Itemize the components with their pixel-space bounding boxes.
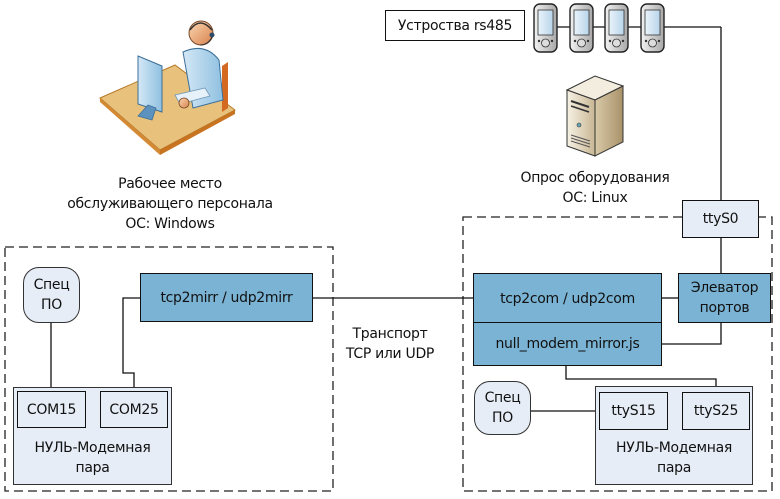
- right-null-pair-label-line1: НУЛЬ-Модемная: [616, 440, 732, 456]
- null-modem-mirror-script[interactable]: null_modem_mirror.js: [473, 322, 662, 366]
- left-null-pair-label-line1: НУЛЬ-Модемная: [34, 440, 151, 456]
- right-spec-po-line1: Спец: [484, 390, 521, 406]
- port-elevator[interactable]: Элеватор портов: [678, 273, 771, 323]
- right-com-module[interactable]: tcp2com / udp2com: [473, 273, 662, 324]
- left-null-pair-label-line2: пара: [75, 460, 110, 476]
- handheld-device-icon: [533, 3, 558, 53]
- left-spec-po-node[interactable]: Спец ПО: [23, 267, 80, 323]
- right-spec-po-line2: ПО: [492, 410, 513, 426]
- server-caption-line1: Опрос оборудования: [520, 170, 670, 186]
- mirror-script-to-ttyS25-line: [565, 366, 717, 392]
- elevator-to-mirror-script-line: [662, 323, 722, 345]
- left-spec-po-line1: Спец: [33, 277, 70, 293]
- workstation-caption-line1: Рабочее место: [118, 176, 222, 192]
- left-port-com15[interactable]: COM15: [17, 391, 86, 428]
- left-port-com25[interactable]: COM25: [100, 391, 168, 428]
- server-tower-icon: [565, 75, 625, 157]
- transport-caption: Транспорт TCP или UDP: [330, 324, 450, 364]
- workstation-caption-line2: обслуживающего персонала: [67, 196, 273, 212]
- server-os: ОС: Linux: [562, 190, 628, 206]
- handheld-device-icon: [569, 3, 594, 53]
- transport-line2: TCP или UDP: [345, 346, 435, 362]
- left-host-frame: [4, 246, 334, 492]
- port-elevator-line2: портов: [699, 300, 750, 316]
- rs485-devices-label: Устроства rs485: [385, 10, 525, 41]
- right-null-pair-label-line2: пара: [657, 460, 691, 476]
- left-mirror-to-com25-line: [122, 297, 140, 391]
- server-caption: Опрос оборудования ОС: Linux: [490, 168, 700, 208]
- right-port-ttys15[interactable]: ttyS15: [599, 392, 668, 430]
- handheld-device-icon: [640, 3, 665, 53]
- operator-workstation-icon: [99, 20, 236, 155]
- right-host-frame: [462, 216, 773, 492]
- workstation-os: ОС: Windows: [125, 216, 215, 232]
- handheld-device-icon: [604, 3, 629, 53]
- right-spec-po-node[interactable]: Спец ПО: [474, 381, 531, 435]
- transport-line1: Транспорт: [352, 326, 428, 342]
- left-spec-po-line2: ПО: [41, 297, 62, 313]
- port-elevator-line1: Элеватор: [690, 280, 759, 296]
- left-mirror-module[interactable]: tcp2mirr / udp2mirr: [140, 273, 313, 322]
- tty-s0-port[interactable]: ttyS0: [682, 200, 759, 238]
- rs485-devices-group: [533, 3, 665, 53]
- right-port-ttys25[interactable]: ttyS25: [682, 392, 750, 430]
- workstation-caption: Рабочее место обслуживающего персонала О…: [40, 174, 300, 234]
